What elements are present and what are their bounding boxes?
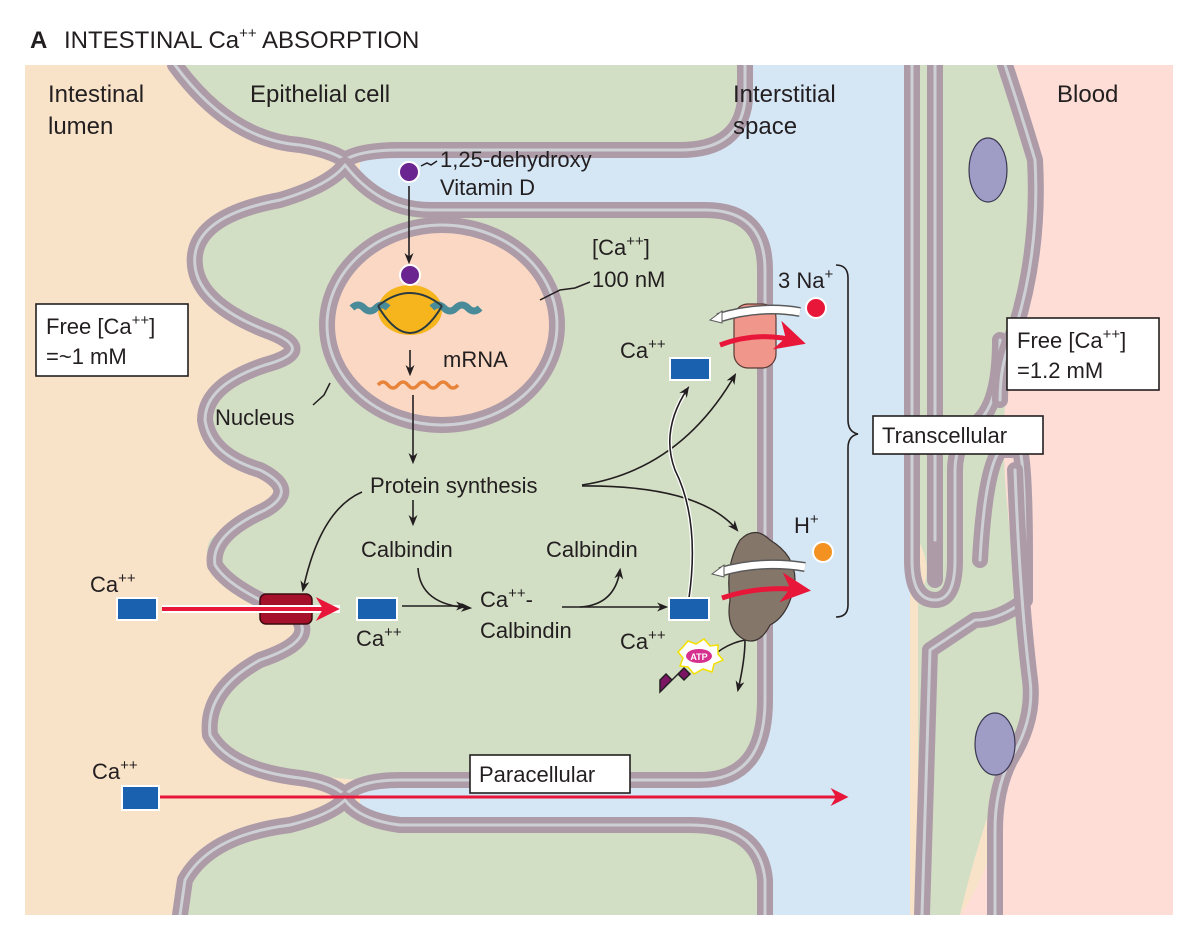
paracellular-label: Paracellular bbox=[479, 762, 595, 787]
label-sodium: 3 Na+ bbox=[778, 266, 833, 293]
figure-title: A INTESTINAL Ca++ ABSORPTION bbox=[30, 25, 419, 54]
atp-label: ATP bbox=[690, 652, 707, 662]
endothelial-nucleus-lower bbox=[974, 712, 1016, 776]
paracellular-box: Paracellular bbox=[469, 754, 631, 794]
blood-free-ca-box: Free [Ca++] =1.2 mM bbox=[1006, 317, 1160, 391]
lumen-free-ca-line1: Free [Ca++] bbox=[46, 312, 155, 339]
vitamin-d-molecule-icon bbox=[398, 161, 420, 183]
title-text: INTESTINAL Ca++ ABSORPTION bbox=[64, 25, 419, 54]
calcium-ion-icon bbox=[356, 597, 398, 621]
process-labels: 1,25-dehydroxy Vitamin D [Ca++] 100 nM m… bbox=[90, 147, 833, 784]
dna-transcription-complex bbox=[349, 264, 483, 335]
region-labels: Intestinal lumen Epithelial cell Interst… bbox=[48, 81, 1118, 140]
calcium-ion-icon bbox=[121, 785, 160, 811]
label-lumen-2: lumen bbox=[48, 113, 113, 140]
sodium-ion-icon bbox=[805, 297, 827, 319]
label-protein-synthesis: Protein synthesis bbox=[370, 473, 538, 498]
transcellular-box: Transcellular bbox=[872, 415, 1044, 455]
transcellular-brace bbox=[835, 264, 859, 618]
epithelial-nucleus bbox=[319, 217, 565, 433]
label-calbindin-2: Calbindin bbox=[546, 537, 638, 562]
blood-free-ca-line2: =1.2 mM bbox=[1017, 358, 1103, 383]
signal-arrows bbox=[300, 186, 746, 693]
calcium-ions bbox=[116, 357, 711, 811]
label-nucleus: Nucleus bbox=[215, 405, 294, 430]
label-vitamin-d-2: Vitamin D bbox=[440, 175, 535, 200]
lumen-free-ca-line2: =~1 mM bbox=[46, 344, 127, 369]
label-interstitial-1: Interstitial bbox=[733, 81, 836, 108]
blood-region bbox=[935, 65, 1173, 915]
label-proton: H+ bbox=[794, 511, 819, 538]
lumen-free-ca-box: Free [Ca++] =~1 mM bbox=[35, 303, 189, 377]
atp-hydrolysis-icon: ATP bbox=[659, 638, 725, 694]
proton-ion-icon bbox=[812, 541, 834, 563]
sodium-calcium-exchanger bbox=[708, 303, 806, 369]
calcium-ion-icon bbox=[668, 597, 710, 621]
label-ca-entry: Ca++ bbox=[356, 624, 402, 651]
label-ca-ncx: Ca++ bbox=[620, 336, 666, 363]
label-ca-paracellular: Ca++ bbox=[92, 757, 138, 784]
label-intracellular-ca-1: [Ca++] bbox=[592, 233, 650, 260]
calcium-ion-icon bbox=[669, 357, 711, 381]
label-ca-basolateral: Ca++ bbox=[620, 627, 666, 654]
label-intracellular-ca-2: 100 nM bbox=[592, 267, 665, 292]
label-calbindin-1: Calbindin bbox=[361, 537, 453, 562]
label-interstitial-2: space bbox=[733, 113, 797, 140]
endothelial-nucleus-upper bbox=[968, 137, 1008, 203]
transcellular-label: Transcellular bbox=[882, 423, 1007, 448]
label-lumen-1: Intestinal bbox=[48, 81, 144, 108]
label-mrna: mRNA bbox=[443, 347, 508, 372]
calcium-atpase-pump bbox=[710, 531, 811, 642]
blood-free-ca-line1: Free [Ca++] bbox=[1017, 326, 1126, 353]
mrna-strand bbox=[376, 380, 460, 390]
panel-letter: A bbox=[30, 27, 47, 54]
label-ca-calbindin-2: Calbindin bbox=[480, 618, 572, 643]
label-vitamin-d-1: 1,25-dehydroxy bbox=[440, 147, 592, 172]
label-blood: Blood bbox=[1057, 81, 1118, 108]
receptor-protein bbox=[378, 285, 442, 335]
calcium-ion-icon bbox=[116, 597, 158, 621]
label-epithelial-cell: Epithelial cell bbox=[250, 81, 390, 108]
label-ca-lumen: Ca++ bbox=[90, 570, 136, 597]
endothelial-cell bbox=[918, 65, 1036, 915]
label-ca-calbindin-1: Ca++- bbox=[480, 585, 533, 612]
vitamin-d-bound-icon bbox=[399, 264, 421, 286]
upper-epithelial-cell bbox=[170, 65, 745, 158]
